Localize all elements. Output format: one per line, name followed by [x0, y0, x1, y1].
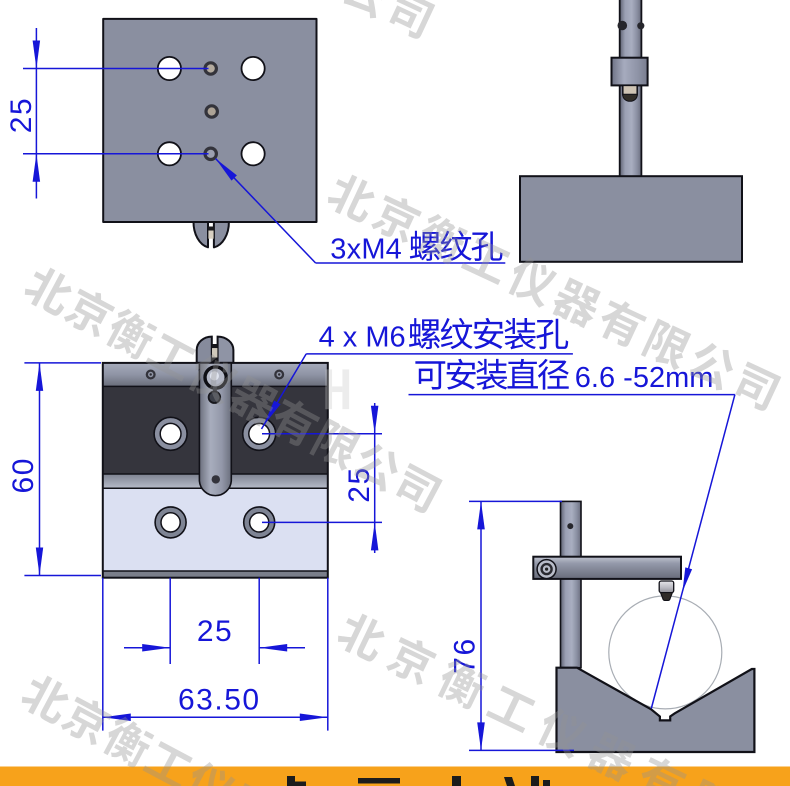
- svg-text:25: 25: [197, 615, 233, 648]
- svg-text:60: 60: [7, 457, 40, 493]
- svg-text:3xM4: 3xM4: [330, 233, 402, 265]
- svg-text:63.50: 63.50: [178, 683, 261, 716]
- svg-text:6.6 -52mm: 6.6 -52mm: [575, 362, 714, 394]
- svg-text:4 x M6: 4 x M6: [319, 322, 406, 354]
- svg-text:25: 25: [5, 97, 38, 133]
